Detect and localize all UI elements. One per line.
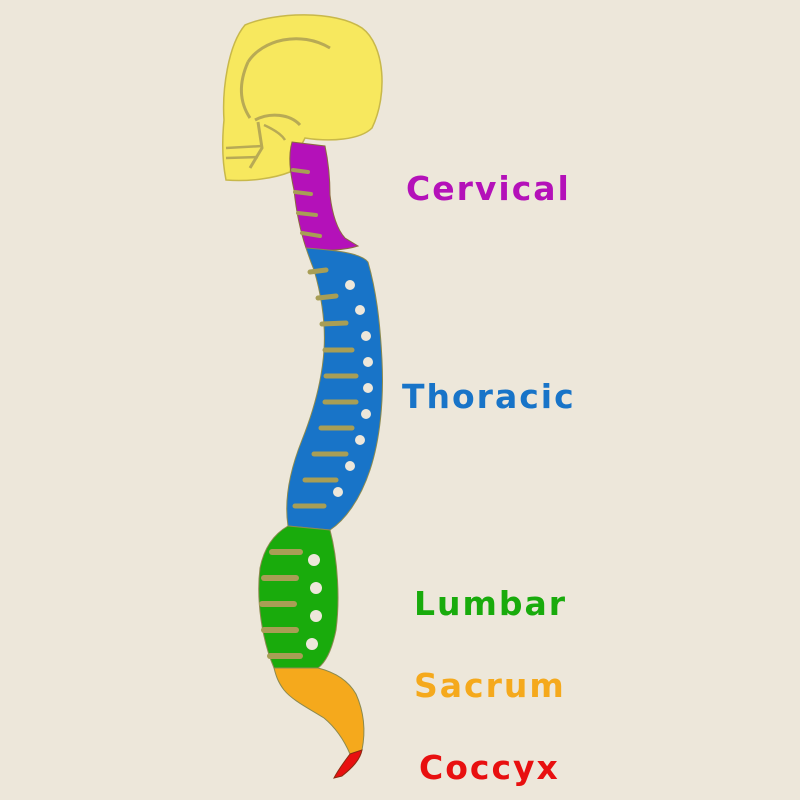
thoracic-label: Thoracic — [402, 377, 576, 416]
cervical-label: Cervical — [406, 169, 571, 208]
coccyx-section — [333, 749, 363, 779]
thoracic-section — [286, 247, 383, 531]
cervical-section — [289, 141, 360, 251]
sacrum-label: Sacrum — [414, 666, 566, 705]
lumbar-label: Lumbar — [414, 584, 568, 623]
coccyx-label: Coccyx — [419, 748, 560, 787]
lumbar-section — [258, 525, 339, 669]
sacrum-section — [273, 667, 365, 755]
